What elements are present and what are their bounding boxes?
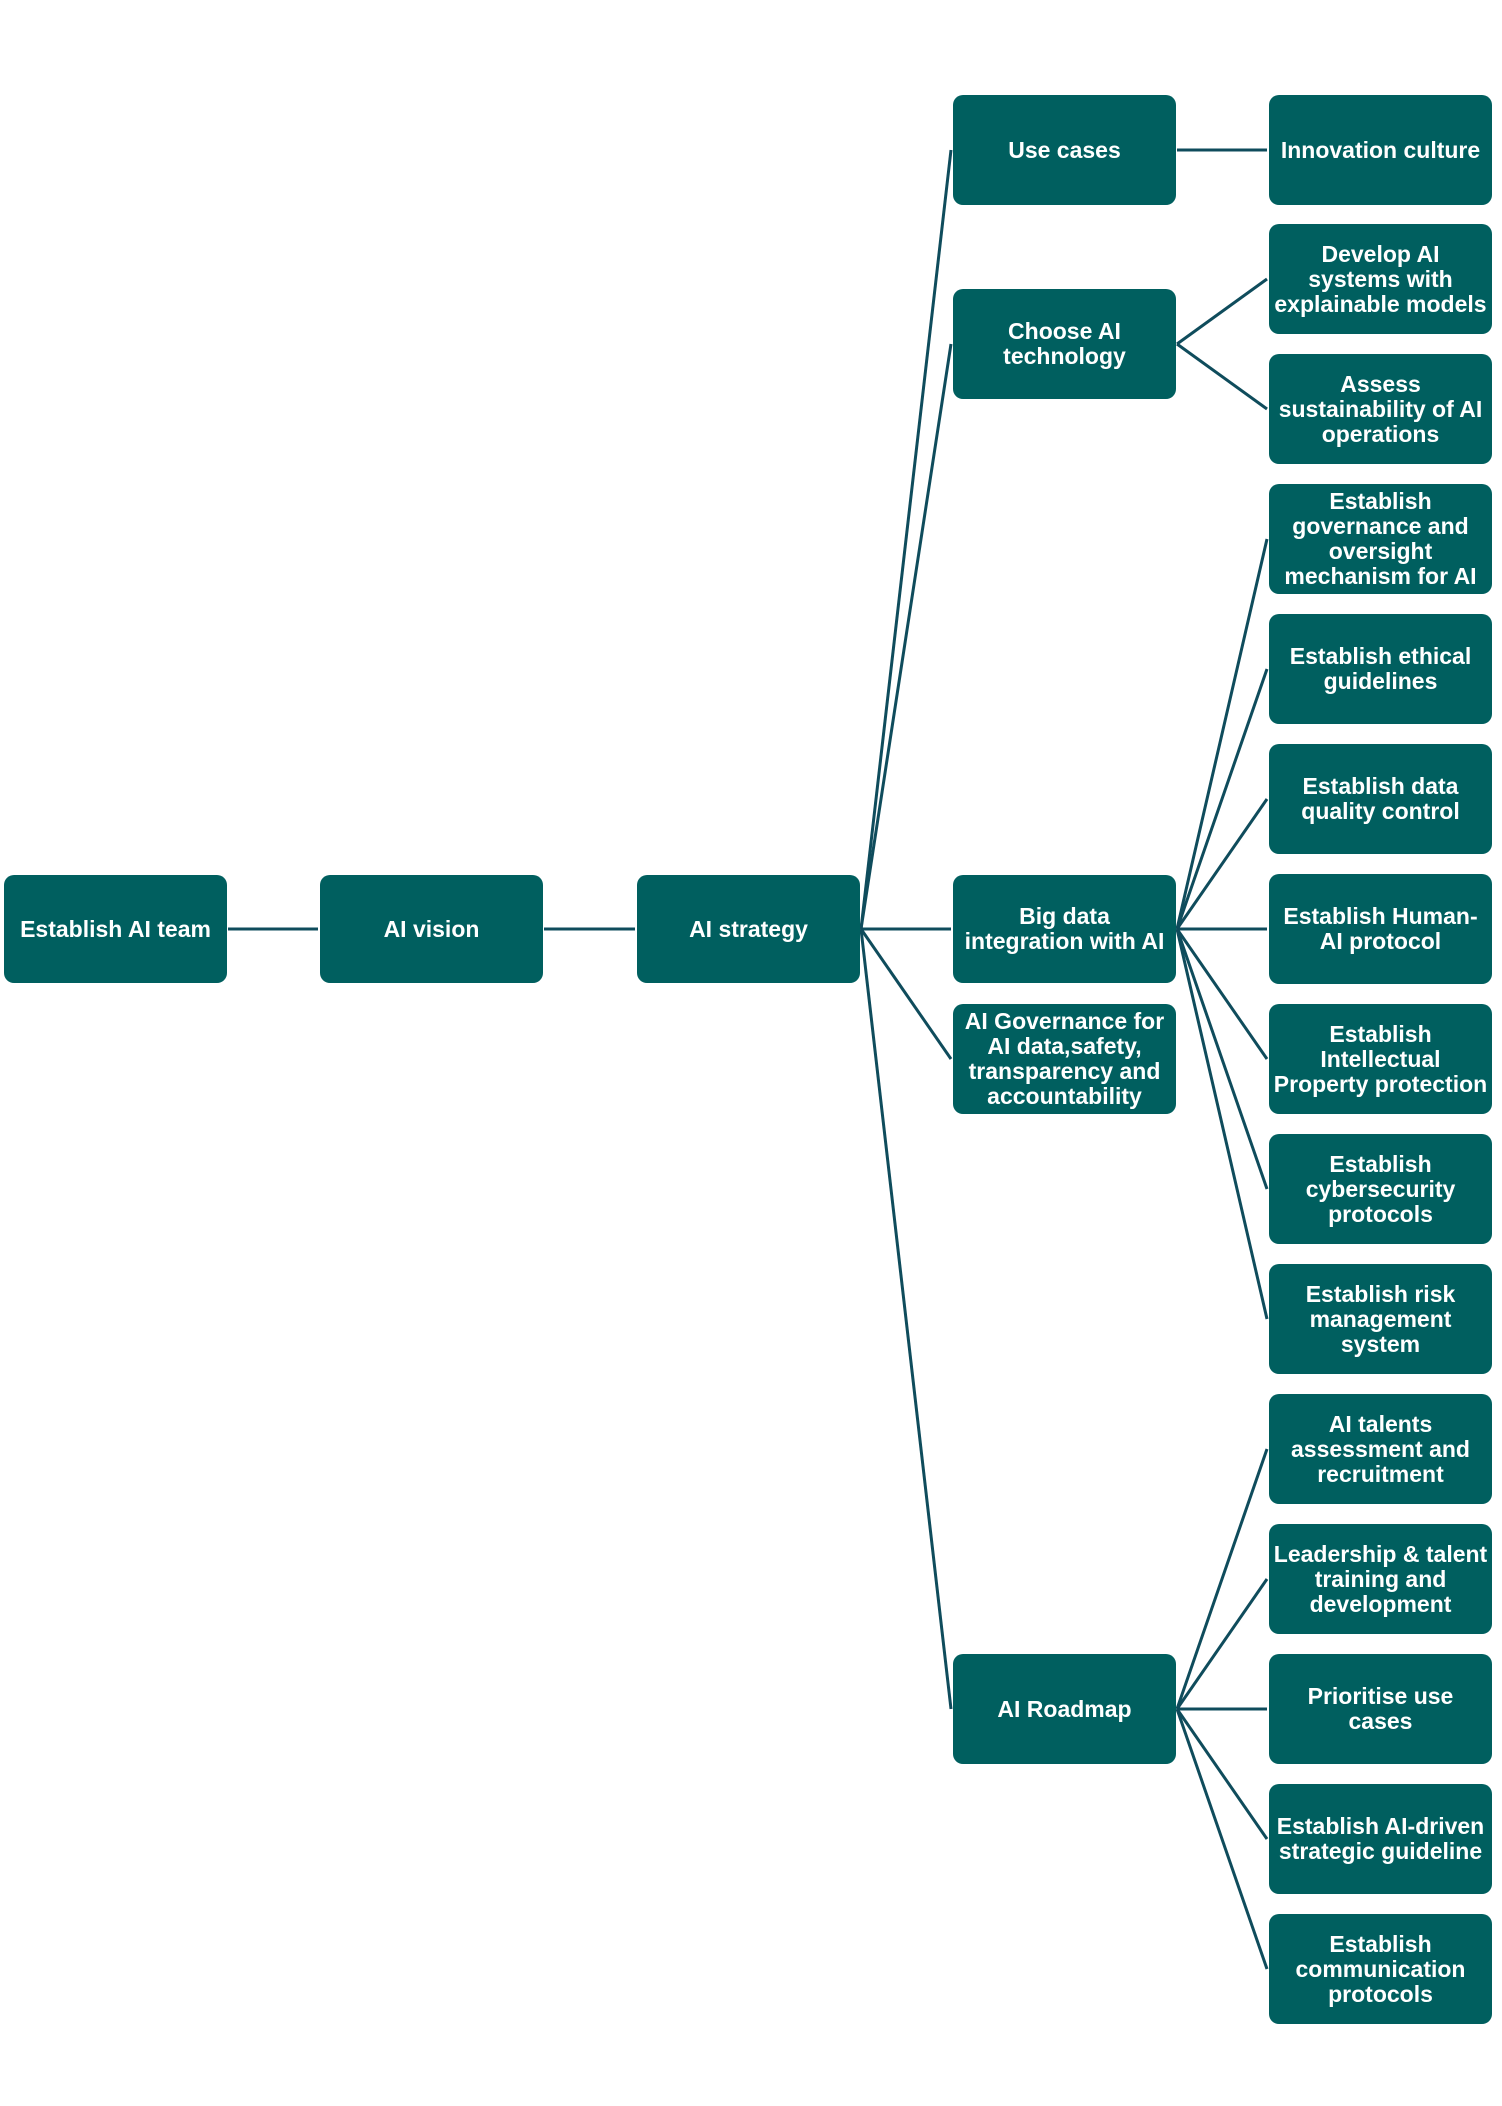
connector-ai_roadmap-to-leadership_training (1175, 1578, 1269, 1710)
node-label: Establish ethical guidelines (1289, 643, 1472, 694)
node-label: Establish AI team (20, 915, 211, 942)
node-cybersecurity: Establish cybersecurity protocols (1269, 1134, 1492, 1244)
node-label: Develop AI systems with explainable mode… (1274, 240, 1487, 317)
node-label: AI vision (383, 915, 480, 942)
node-talent-assessment: AI talents assessment and recruitment (1269, 1394, 1492, 1504)
node-choose-ai-technology: Choose AI technology (953, 289, 1176, 399)
node-leadership-training: Leadership & talent training and develop… (1269, 1524, 1492, 1634)
node-label: Establish Human-AI protocol (1283, 903, 1478, 954)
connector-big_data_integration-to-risk_management (1175, 928, 1269, 1320)
connector-ai_strategy-to-choose_ai_technology (859, 343, 953, 930)
connector-big_data_integration-to-data_quality (1175, 798, 1269, 930)
node-ai-strategy: AI strategy (637, 875, 860, 983)
connector-big_data_integration-to-ethical_guidelines (1175, 668, 1269, 930)
connector-big_data_integration-to-ip_protection (1175, 928, 1269, 1060)
node-ai-vision: AI vision (320, 875, 543, 983)
node-ai-roadmap: AI Roadmap (953, 1654, 1176, 1764)
node-ai-governance: AI Governance for AI data,safety, transp… (953, 1004, 1176, 1114)
node-human-ai-protocol: Establish Human-AI protocol (1269, 874, 1492, 984)
node-label: Innovation culture (1280, 136, 1481, 163)
node-label: Choose AI technology (1003, 318, 1126, 369)
connector-ai_strategy-to-ai_roadmap (859, 928, 953, 1710)
node-label: AI Governance for AI data,safety, transp… (964, 1008, 1165, 1109)
node-label: Establish Intellectual Property protecti… (1273, 1020, 1488, 1097)
connector-ai_roadmap-to-talent_assessment (1175, 1448, 1269, 1710)
node-label: Establish governance and oversight mecha… (1284, 488, 1477, 589)
node-label: Prioritise use cases (1307, 1683, 1454, 1734)
node-label: AI talents assessment and recruitment (1291, 1410, 1470, 1487)
node-risk-management: Establish risk management system (1269, 1264, 1492, 1374)
connector-ai_roadmap-to-strategic_guideline (1175, 1708, 1269, 1840)
node-label: Establish cybersecurity protocols (1305, 1150, 1456, 1227)
node-big-data-integration: Big data integration with AI (953, 875, 1176, 983)
connector-big_data_integration-to-cybersecurity (1175, 928, 1269, 1190)
node-label: Leadership & talent training and develop… (1273, 1540, 1488, 1617)
node-ip-protection: Establish Intellectual Property protecti… (1269, 1004, 1492, 1114)
node-label: Establish AI-driven strategic guideline (1276, 1813, 1485, 1864)
node-develop-explainable: Develop AI systems with explainable mode… (1269, 224, 1492, 334)
node-label: Assess sustainability of AI operations (1278, 370, 1483, 447)
node-ethical-guidelines: Establish ethical guidelines (1269, 614, 1492, 724)
connector-big_data_integration-to-governance_oversight (1175, 538, 1269, 930)
node-assess-sustainability: Assess sustainability of AI operations (1269, 354, 1492, 464)
connector-ai_roadmap-to-communication_protocols (1175, 1708, 1269, 1970)
node-label: Big data integration with AI (964, 903, 1165, 954)
node-innovation-culture: Innovation culture (1269, 95, 1492, 205)
connector-ai_strategy-to-ai_governance (859, 928, 953, 1060)
connector-ai_strategy-to-use_cases (859, 149, 953, 930)
node-label: Use cases (1008, 136, 1121, 163)
node-label: Establish data quality control (1301, 773, 1460, 824)
node-label: AI strategy (689, 915, 808, 942)
node-communication-protocols: Establish communication protocols (1269, 1914, 1492, 2024)
connector-choose_ai_technology-to-assess_sustainability (1176, 342, 1268, 411)
node-data-quality: Establish data quality control (1269, 744, 1492, 854)
node-strategic-guideline: Establish AI-driven strategic guideline (1269, 1784, 1492, 1894)
node-label: Establish risk management system (1305, 1280, 1456, 1357)
node-establish-ai-team: Establish AI team (4, 875, 227, 983)
connector-choose_ai_technology-to-develop_explainable (1176, 277, 1268, 346)
node-governance-oversight: Establish governance and oversight mecha… (1269, 484, 1492, 594)
node-label: AI Roadmap (997, 1695, 1132, 1722)
node-label: Establish communication protocols (1295, 1930, 1466, 2007)
node-prioritise-use-cases: Prioritise use cases (1269, 1654, 1492, 1764)
node-use-cases: Use cases (953, 95, 1176, 205)
